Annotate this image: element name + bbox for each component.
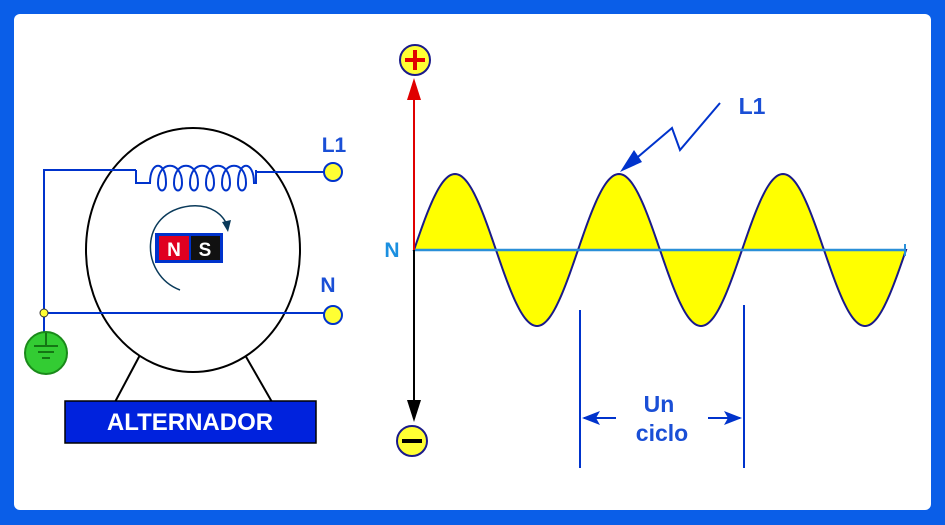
- terminal-l1-label: L1: [322, 134, 347, 157]
- terminal-n-icon: [323, 305, 343, 325]
- terminal-n-label: N: [320, 274, 335, 297]
- terminal-l1-icon: [323, 162, 343, 182]
- lightning-arrowhead-icon: [620, 150, 642, 172]
- waveform-chart: N L1 Un ciclo: [384, 44, 908, 468]
- wire-ground-left: [43, 169, 136, 313]
- wiring: [43, 169, 332, 335]
- negative-arrowhead-icon: [407, 400, 421, 422]
- cycle-arrowhead-left-icon: [582, 411, 600, 425]
- magnet-south-label: S: [199, 240, 212, 261]
- rotation-arrow-icon: [149, 205, 229, 291]
- plus-icon: [399, 44, 431, 76]
- coil-icon: [135, 164, 257, 192]
- waveform-l1-label: L1: [739, 93, 766, 119]
- positive-arrowhead-icon: [407, 78, 421, 100]
- alternator: N S: [85, 127, 301, 403]
- alternator-label-box: [64, 400, 317, 444]
- cycle-label-line2: ciclo: [636, 420, 688, 446]
- alternator-leg-left: [114, 354, 141, 403]
- alternator-label: ALTERNADOR: [107, 409, 273, 436]
- ground-icon: [24, 331, 68, 375]
- rotation-arrowhead-icon: [222, 220, 231, 232]
- ground-junction: [39, 308, 49, 318]
- axis-neutral-label: N: [384, 239, 399, 262]
- cycle-label-line1: Un: [644, 391, 675, 417]
- cycle-arrowhead-right-icon: [724, 411, 742, 425]
- lightning-pointer-icon: [624, 102, 721, 169]
- magnet-north-label: N: [167, 240, 181, 261]
- minus-icon: [396, 425, 428, 457]
- alternator-leg-right: [244, 354, 273, 403]
- magnet-icon: N S: [155, 233, 223, 263]
